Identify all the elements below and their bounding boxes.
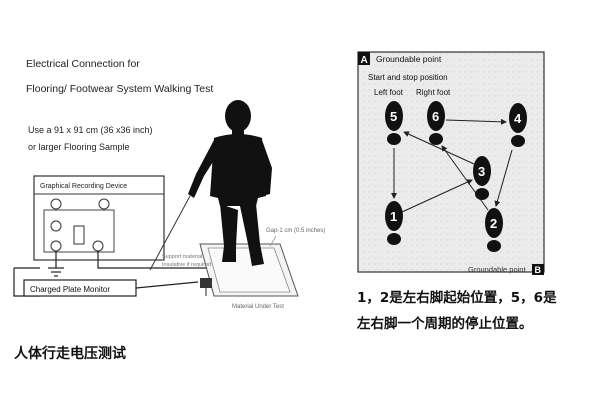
footprint-6: 6 [427, 101, 445, 145]
device-knob-3 [50, 220, 62, 232]
footprint-1: 1 [385, 201, 403, 245]
device-switch [73, 225, 85, 245]
svg-text:5: 5 [390, 109, 397, 124]
monitor-to-plate-wire [135, 281, 199, 289]
footprint-4: 4 [509, 103, 527, 147]
person-head [225, 100, 251, 132]
svg-text:1: 1 [390, 209, 397, 224]
person-right-arm [256, 140, 272, 196]
floor-panel [357, 51, 545, 273]
footstep-sequence-diagram: A Groundable point Start and stop positi… [357, 51, 545, 275]
right-caption-line-2: 左右脚一个周期的停止位置。 [357, 316, 533, 332]
panel-letter-b: B [535, 265, 542, 275]
device-knob-1 [50, 198, 62, 210]
arrow-3-to-5 [403, 131, 475, 165]
arrow-6-to-4 [445, 118, 507, 125]
right-caption: 1，2是左右脚起始位置，5，6是 左右脚一个周期的停止位置。 [357, 285, 597, 337]
device-cable [97, 251, 108, 269]
ground-point-block [200, 278, 212, 288]
footprint-2: 2 [485, 208, 503, 252]
device-knob-2 [98, 198, 110, 210]
person-torso [210, 134, 266, 206]
sample-line-1: Use a 91 x 91 cm (36 x36 inch) [28, 125, 153, 135]
right-foot-label: Right foot [416, 88, 451, 97]
title-line-1: Electrical Connection for [26, 58, 140, 70]
arrow-1-to-3 [401, 179, 473, 213]
footprint-5: 5 [385, 101, 403, 145]
arrow-2-to-6 [441, 145, 489, 211]
svg-text:6: 6 [432, 109, 439, 124]
device-knob-5 [92, 240, 104, 252]
person-left-arm [188, 140, 218, 198]
left-figure-title: Electrical Connection for Flooring/ Foot… [26, 52, 326, 102]
step-arrows [391, 118, 513, 213]
footprint-3: 3 [473, 156, 491, 200]
support-label-1: Support material [162, 254, 202, 260]
left-foot-label: Left foot [374, 88, 404, 97]
recording-device-box [33, 175, 165, 261]
sample-size-note: Use a 91 x 91 cm (36 x36 inch) or larger… [28, 122, 228, 156]
person-neck [232, 128, 244, 136]
gap-leader [269, 235, 277, 247]
panel-letter-a: A [361, 55, 368, 66]
walking-person [188, 100, 272, 266]
svg-text:2: 2 [490, 216, 497, 231]
person-left-leg [220, 204, 238, 262]
recording-device-label: Graphical Recording Device [40, 183, 127, 190]
material-under-test-label: Material Under Test [232, 304, 284, 310]
bottom-groundable-label: Groundable point [468, 265, 526, 274]
panel-letter-a-bg [358, 52, 370, 65]
panel-letter-b-bg [532, 264, 544, 275]
device-knob-4 [50, 240, 62, 252]
right-caption-line-1: 1，2是左右脚起始位置，5，6是 [357, 290, 557, 306]
sample-line-2: or larger Flooring Sample [28, 142, 130, 152]
support-label-2: Insulative if required [162, 262, 211, 268]
groundable-point-label: Groundable point [376, 54, 442, 64]
start-stop-label: Start and stop position [368, 73, 448, 82]
arrow-4-to-2 [494, 149, 513, 207]
plate-monitor-label: Charged Plate Monitor [30, 285, 110, 294]
title-line-2: Flooring/ Footwear System Walking Test [26, 83, 214, 95]
walking-test-diagram: Graphical Recording Device Charged Plate… [13, 100, 325, 310]
svg-text:4: 4 [514, 111, 522, 126]
device-panel [43, 209, 115, 253]
svg-text:3: 3 [478, 164, 485, 179]
gap-label: Gap-1 cm (0.5 inches) [266, 228, 325, 234]
left-caption: 人体行走电压测试 [14, 346, 126, 362]
person-right-leg [240, 204, 264, 266]
probe-wire [149, 195, 191, 271]
